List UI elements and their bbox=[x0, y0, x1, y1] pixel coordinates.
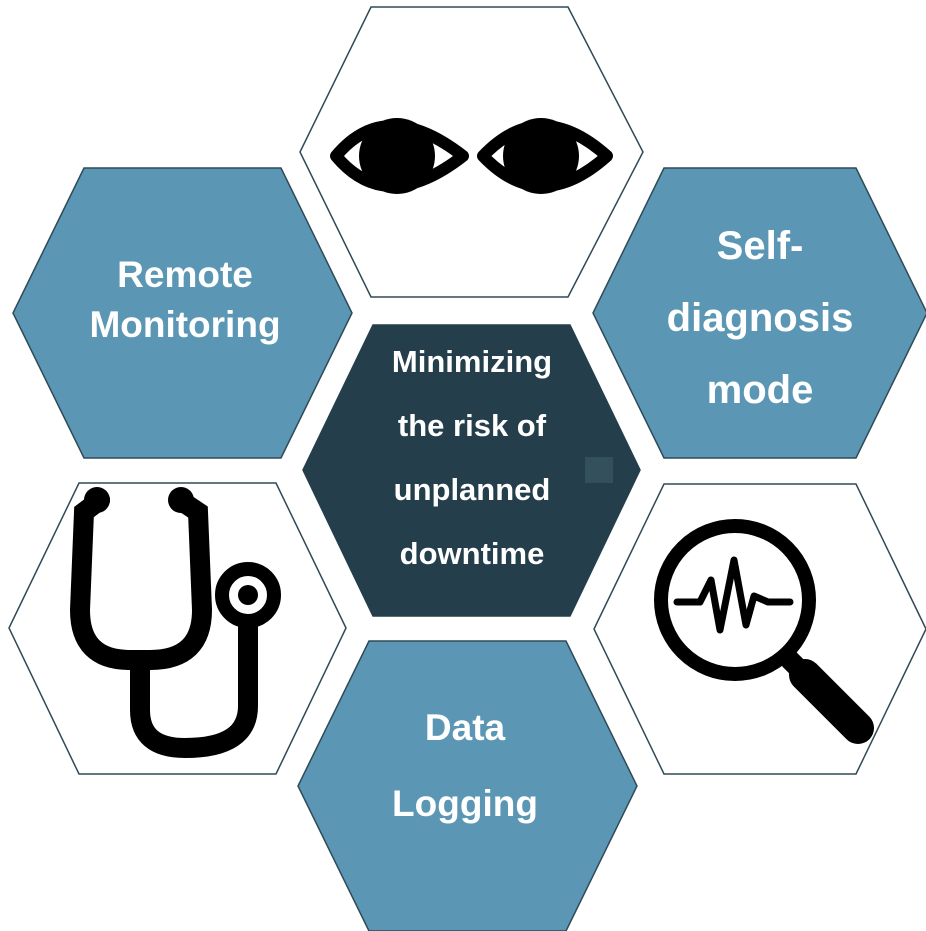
center-line-4: downtime bbox=[399, 536, 545, 571]
remote-monitoring-line-1: Remote bbox=[117, 254, 253, 295]
self-diagnosis-line-2: diagnosis bbox=[666, 296, 854, 340]
magnifier-pulse-icon bbox=[654, 519, 874, 744]
data-logging-label: Data Logging bbox=[320, 690, 610, 842]
self-diagnosis-line-3: mode bbox=[706, 368, 814, 412]
hex-center bbox=[302, 324, 641, 617]
remote-monitoring-label: Remote Monitoring bbox=[40, 250, 330, 350]
stethoscope-icon bbox=[69, 487, 281, 759]
center-label: Minimizing the risk of unplanned downtim… bbox=[330, 330, 614, 586]
data-logging-line-1: Data bbox=[424, 707, 506, 748]
self-diagnosis-line-1: Self- bbox=[716, 224, 804, 268]
hex-top bbox=[299, 6, 644, 298]
data-logging-line-2: Logging bbox=[392, 783, 538, 824]
hex-self-diagnosis bbox=[592, 167, 926, 459]
center-line-2: the risk of bbox=[397, 408, 547, 443]
hex-remote-monitoring bbox=[12, 167, 353, 459]
center-marker bbox=[585, 457, 613, 483]
hex-stethoscope bbox=[8, 482, 347, 775]
remote-monitoring-line-2: Monitoring bbox=[89, 304, 281, 345]
center-line-3: unplanned bbox=[393, 472, 551, 507]
center-line-1: Minimizing bbox=[391, 344, 553, 379]
self-diagnosis-label: Self- diagnosis mode bbox=[610, 210, 910, 426]
hex-data-logging bbox=[297, 640, 638, 931]
eyes-icon bbox=[330, 118, 613, 194]
